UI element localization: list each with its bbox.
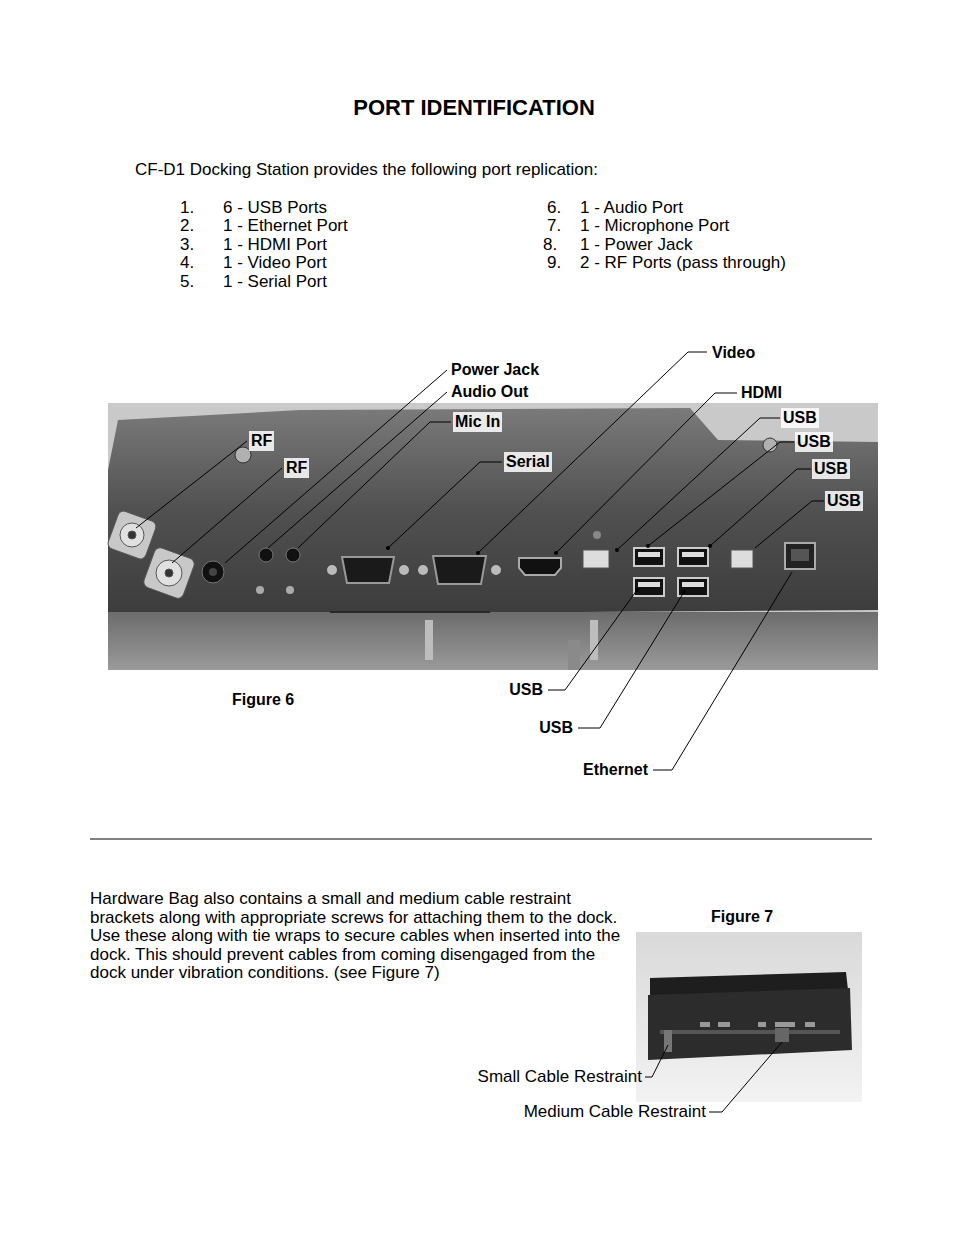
callout-label: Serial: [504, 452, 552, 472]
list-number: 7.: [547, 216, 561, 236]
callout-label: HDMI: [739, 383, 784, 403]
list-item: 1 - Microphone Port: [580, 216, 729, 236]
list-item: 2 - RF Ports (pass through): [580, 253, 786, 273]
callout-label: RF: [284, 458, 309, 478]
callout-label: Power Jack: [449, 360, 541, 380]
callout-label: Ethernet: [581, 760, 650, 780]
list-item: 1 - Power Jack: [580, 235, 692, 255]
rule: [90, 839, 872, 840]
callout-label: Mic In: [453, 412, 502, 432]
list-item: 1 - HDMI Port: [223, 235, 327, 255]
list-number: 5.: [180, 272, 194, 292]
list-number: 1.: [180, 198, 194, 218]
list-item: 6 - USB Ports: [223, 198, 327, 218]
list-number: 8.: [543, 235, 557, 255]
callout-label: USB: [507, 680, 545, 700]
dock-photo-small: [636, 932, 862, 1102]
list-number: 9.: [547, 253, 561, 273]
callout-label: USB: [825, 491, 863, 511]
list-number: 4.: [180, 253, 194, 273]
leader-lines: [136, 352, 824, 1112]
callout-label: USB: [795, 432, 833, 452]
list-number: 3.: [180, 235, 194, 255]
body-paragraph: Hardware Bag also contains a small and m…: [90, 890, 625, 983]
callout-label: USB: [781, 408, 819, 428]
callout-label: USB: [812, 459, 850, 479]
list-number: 6.: [547, 198, 561, 218]
callout-label: Video: [710, 343, 757, 363]
callout-label: Small Cable Restraint: [478, 1067, 642, 1087]
intro-text: CF-D1 Docking Station provides the follo…: [135, 160, 598, 180]
callout-label: Audio Out: [449, 382, 530, 402]
list-item: 1 - Video Port: [223, 253, 327, 273]
page-title: PORT IDENTIFICATION: [0, 98, 951, 118]
list-number: 2.: [180, 216, 194, 236]
leader-dots: [386, 544, 712, 594]
list-item: 1 - Ethernet Port: [223, 216, 348, 236]
callout-label: USB: [537, 718, 575, 738]
dock-photo: [106, 403, 878, 670]
callout-label: RF: [249, 431, 274, 451]
figure-caption: Figure 6: [232, 690, 294, 710]
list-item: 1 - Serial Port: [223, 272, 327, 292]
callout-label: Medium Cable Restraint: [524, 1102, 706, 1122]
figure-caption: Figure 7: [711, 907, 773, 927]
list-item: 1 - Audio Port: [580, 198, 683, 218]
